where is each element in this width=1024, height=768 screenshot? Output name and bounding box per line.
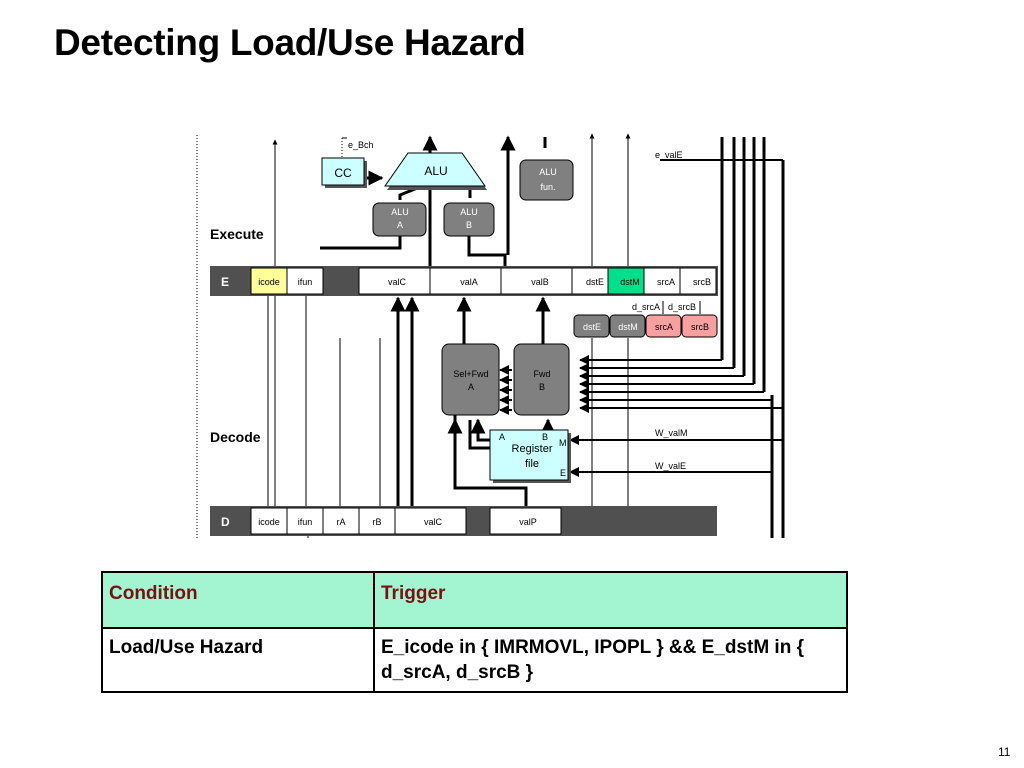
d-field-ra: [322, 507, 360, 535]
stage-label-execute: Execute: [210, 226, 264, 242]
cc-block: CC: [321, 157, 367, 188]
thick-wires: [320, 135, 785, 538]
e-field-srca-text: srcA: [657, 277, 675, 287]
slide-title: Detecting Load/Use Hazard: [54, 22, 526, 63]
cc-label: CC: [334, 166, 352, 180]
e-field-srcb: [679, 267, 717, 295]
sel-fwd-a-block: Sel+Fwd A: [441, 343, 500, 416]
alu-a-label-2: A: [397, 220, 403, 230]
alu-block: ALU: [384, 152, 487, 190]
d-field-icode-text: icode: [258, 517, 280, 527]
decode-out-dste-text: dstE: [583, 322, 601, 332]
e-bch-label: e_Bch: [348, 140, 374, 150]
e-field-dste-text: dstE: [586, 277, 604, 287]
table-header-row: Condition Trigger: [101, 571, 848, 629]
fwd-b-label-2: B: [539, 382, 545, 392]
cell-trigger: E_icode in { IMRMOVL, IPOPL } && E_dstM …: [373, 627, 848, 693]
hazard-condition-table: Condition Trigger Load/Use Hazard E_icod…: [101, 571, 848, 693]
e-field-dste: [571, 267, 609, 295]
decode-out-dstm-text: dstM: [618, 322, 638, 332]
sel-fwd-a-label-1: Sel+Fwd: [453, 369, 488, 379]
page-number: 11: [998, 745, 1011, 759]
regfile-label-2: file: [525, 458, 539, 470]
thin-wires: [267, 133, 631, 538]
d-field-valp: [489, 507, 562, 535]
alu-b-block: ALU B: [443, 202, 495, 237]
alu-b-label-2: B: [466, 220, 472, 230]
decode-outputs: dstE dstM srcA srcB: [573, 314, 718, 338]
alu-b-label-1: ALU: [460, 207, 478, 217]
header-trigger: Trigger: [373, 571, 848, 629]
fwd-b-block: Fwd B: [513, 343, 570, 416]
regfile-port-b: B: [542, 432, 548, 442]
regfile-port-a: A: [499, 432, 505, 442]
d-field-rb-text: rB: [373, 517, 382, 527]
e-field-icode-text: icode: [258, 277, 280, 287]
alu-a-block: ALU A: [372, 202, 427, 237]
sel-fwd-a-label-2: A: [468, 382, 474, 392]
alu-a-label-1: ALU: [391, 207, 409, 217]
regfile-port-e: E: [560, 468, 566, 478]
d-src-compare-wires: [662, 301, 701, 314]
e-field-vala-text: valA: [460, 277, 478, 287]
d-srcb-label: d_srcB: [668, 302, 696, 312]
alu-fun-label-1: ALU: [539, 167, 557, 177]
alu-fun-label-2: fun.: [540, 182, 555, 192]
e-field-valb-text: valB: [531, 277, 549, 287]
e-field-vala: [429, 267, 502, 295]
e-vale-label: e_valE: [655, 150, 683, 160]
e-field-valb: [500, 267, 573, 295]
d-field-valp-text: valP: [519, 517, 537, 527]
decode-out-srcb-text: srcB: [691, 322, 709, 332]
e-field-ifun-text: ifun: [298, 277, 313, 287]
d-field-ifun-text: ifun: [298, 517, 313, 527]
forwarding-lines: [499, 159, 783, 477]
d-field-ra-text: rA: [337, 517, 346, 527]
cell-condition: Load/Use Hazard: [101, 627, 375, 693]
stage-label-decode: Decode: [210, 429, 261, 445]
decode-out-dstm: [609, 314, 646, 338]
d-field-ifun: [286, 507, 324, 535]
pipeline-diagram: Execute Decode: [196, 133, 785, 538]
e-field-valc: [358, 267, 431, 295]
d-reg-label: D: [221, 515, 230, 529]
e-pipeline-register: E icode ifun valC valA valB dstE dstM sr…: [210, 266, 718, 296]
w-vale-label: W_valE: [655, 461, 686, 471]
regfile-port-m: M: [559, 438, 567, 448]
decode-out-srca-text: srcA: [655, 322, 673, 332]
d-srca-label: d_srcA: [632, 302, 660, 312]
e-field-dstm: [607, 267, 645, 295]
d-field-valc-text: valC: [424, 517, 443, 527]
decode-out-srcb: [681, 314, 718, 338]
e-field-valc-text: valC: [388, 277, 407, 287]
w-valm-label: W_valM: [655, 428, 688, 438]
d-pipeline-register: D icode ifun rA rB valC valP: [210, 506, 717, 536]
regfile-label-1: Register: [512, 443, 553, 455]
e-field-ifun: [286, 267, 324, 295]
e-field-dstm-text: dstM: [620, 277, 640, 287]
header-condition: Condition: [101, 571, 375, 629]
e-field-srcb-text: srcB: [693, 277, 711, 287]
e-reg-label: E: [221, 275, 229, 289]
table-row: Load/Use Hazard E_icode in { IMRMOVL, IP…: [101, 627, 848, 693]
alu-label: ALU: [424, 164, 447, 178]
fwd-b-label-1: Fwd: [533, 369, 550, 379]
decode-out-srca: [645, 314, 682, 338]
register-file-block: Register file A B M E: [489, 429, 571, 483]
alu-fun-block: ALU fun.: [519, 159, 574, 201]
d-field-valc: [394, 507, 467, 535]
decode-out-dste: [573, 314, 610, 338]
d-field-rb: [358, 507, 396, 535]
